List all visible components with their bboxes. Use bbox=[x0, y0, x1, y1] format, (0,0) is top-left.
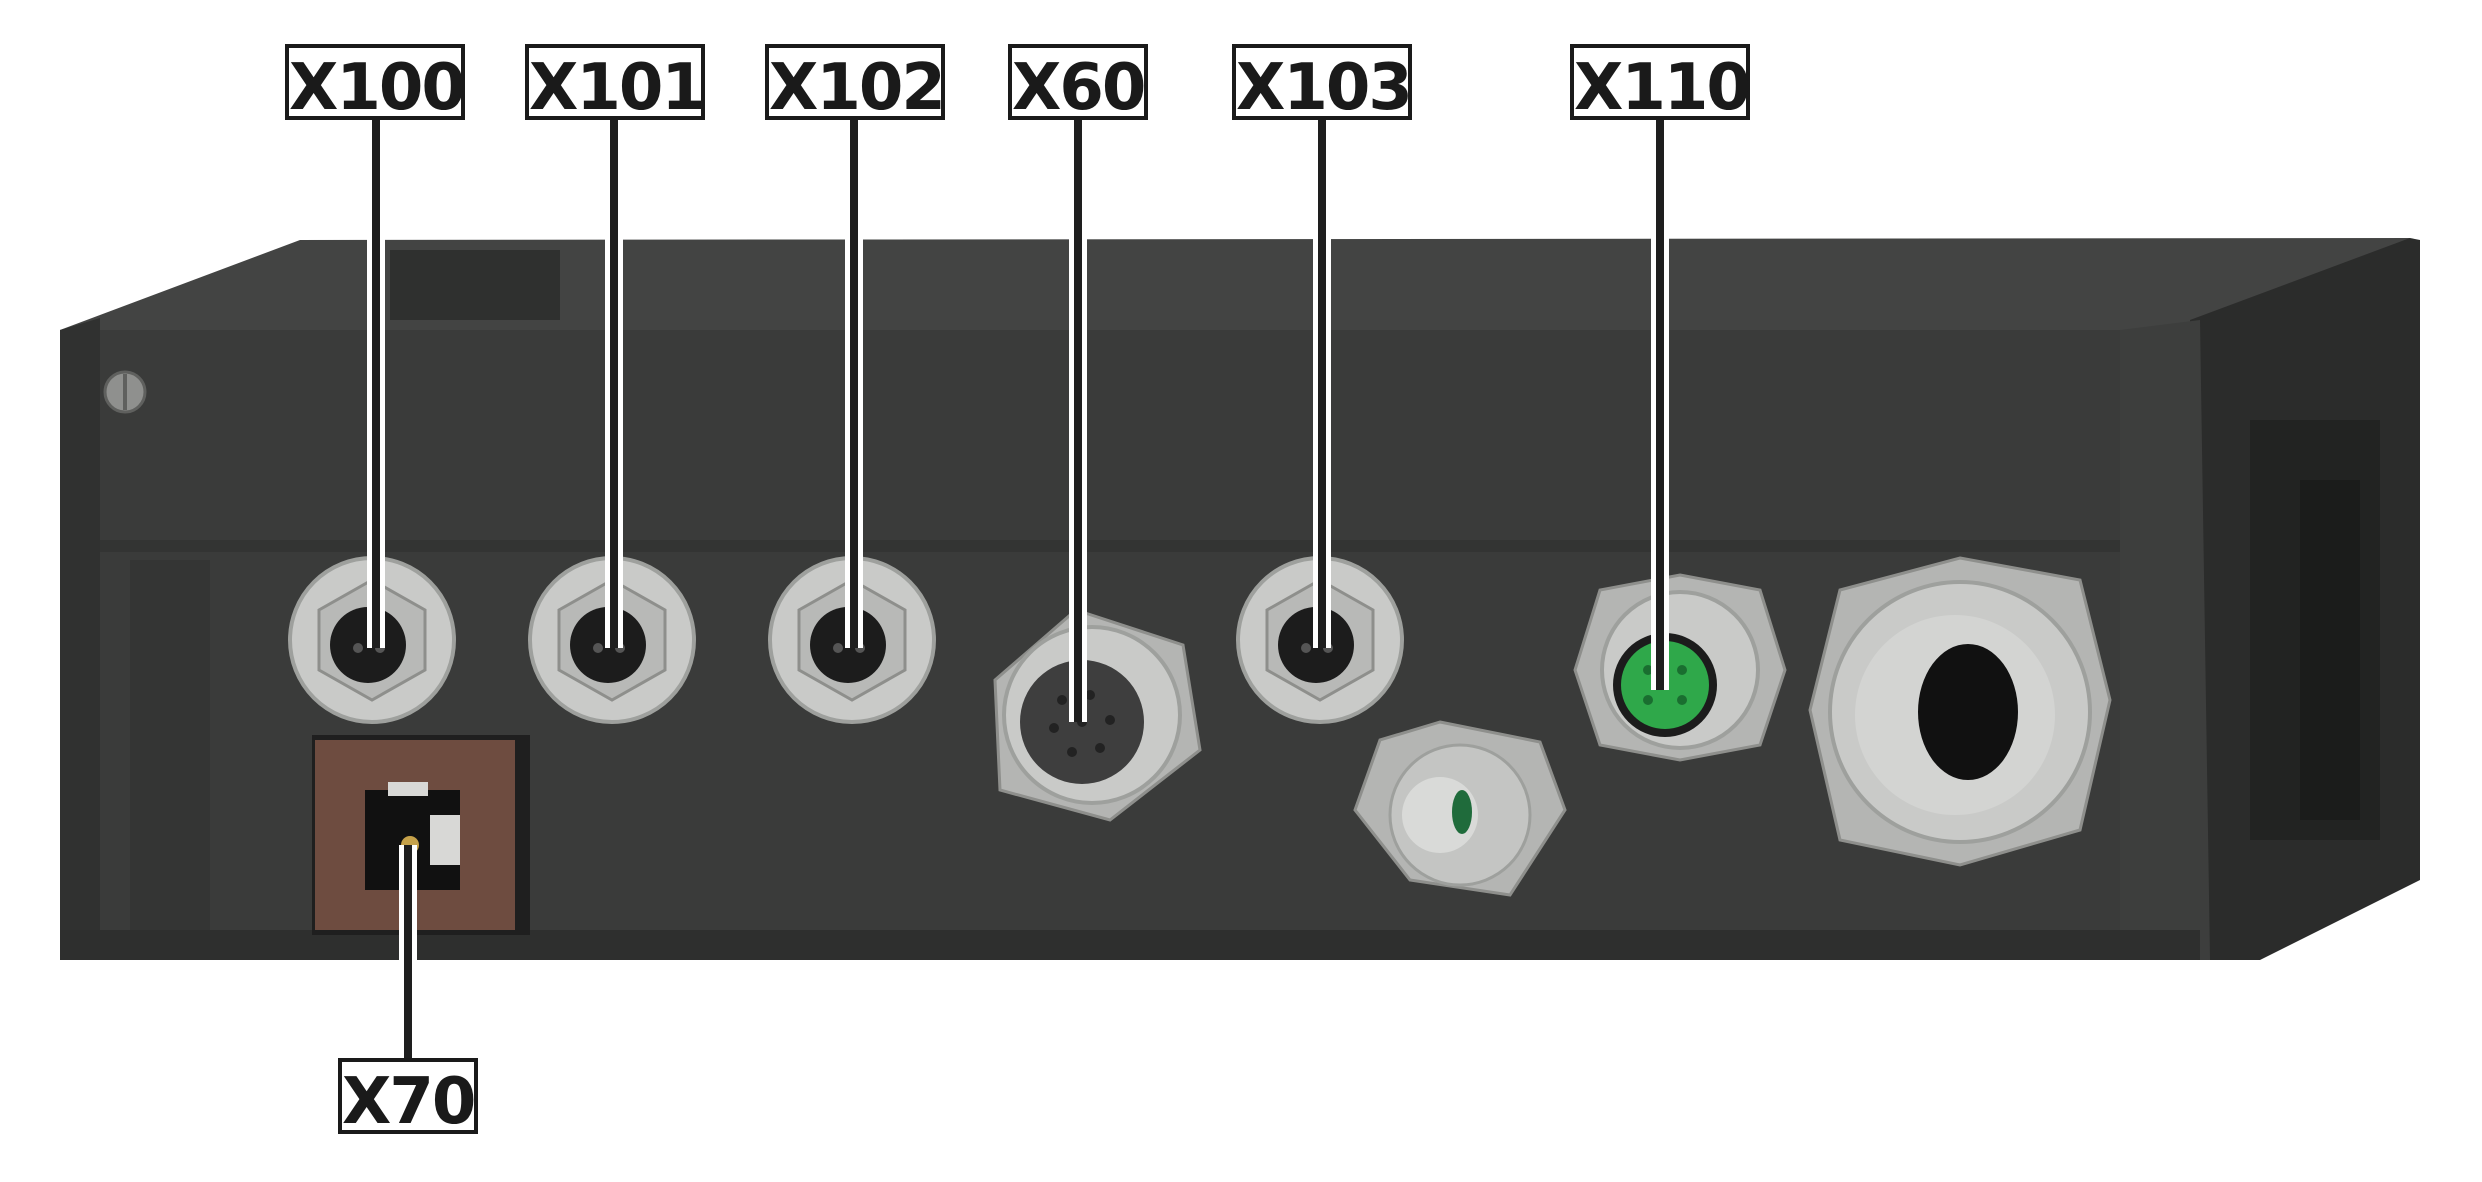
small-gland-seal bbox=[1452, 790, 1472, 834]
connector-x110 bbox=[1573, 573, 1787, 762]
connector-x60-pin bbox=[1105, 715, 1115, 725]
housing-top-slot bbox=[390, 250, 560, 320]
connector-x110-pin bbox=[1677, 695, 1687, 705]
large-cable-gland bbox=[1808, 556, 2112, 867]
connector-x110-pin bbox=[1677, 665, 1687, 675]
label-x102: X102 bbox=[765, 44, 946, 120]
housing-left-rib bbox=[130, 560, 210, 960]
housing-right-flange bbox=[2120, 320, 2210, 960]
connector-x70-tab bbox=[388, 782, 428, 796]
connector-x103-pin bbox=[1301, 643, 1311, 653]
label-x70: X70 bbox=[338, 1058, 478, 1134]
large-gland-opening bbox=[1918, 644, 2018, 780]
connector-x110-pin bbox=[1643, 695, 1653, 705]
label-x110: X110 bbox=[1570, 44, 1751, 120]
connector-x60-pin bbox=[1085, 690, 1095, 700]
connector-x60-pin bbox=[1057, 695, 1067, 705]
connector-x60-pin bbox=[1049, 723, 1059, 733]
label-x60: X60 bbox=[1008, 44, 1148, 120]
label-x100: X100 bbox=[285, 44, 466, 120]
housing-left-end bbox=[60, 318, 100, 960]
housing-right-slot-2 bbox=[2300, 480, 2360, 820]
connector-x102-pin bbox=[833, 643, 843, 653]
connector-x101-pin bbox=[593, 643, 603, 653]
connector-x60-pin bbox=[1067, 747, 1077, 757]
connector-x110-pin bbox=[1643, 665, 1653, 675]
connector-x100-pin bbox=[353, 643, 363, 653]
connector-x60-pin bbox=[1095, 743, 1105, 753]
connector-x70 bbox=[312, 735, 530, 935]
label-x103: X103 bbox=[1232, 44, 1413, 120]
label-x101: X101 bbox=[525, 44, 706, 120]
leader-lines bbox=[367, 120, 1669, 1058]
small-cable-gland bbox=[1353, 720, 1567, 897]
connector-x70-latch bbox=[430, 815, 460, 865]
